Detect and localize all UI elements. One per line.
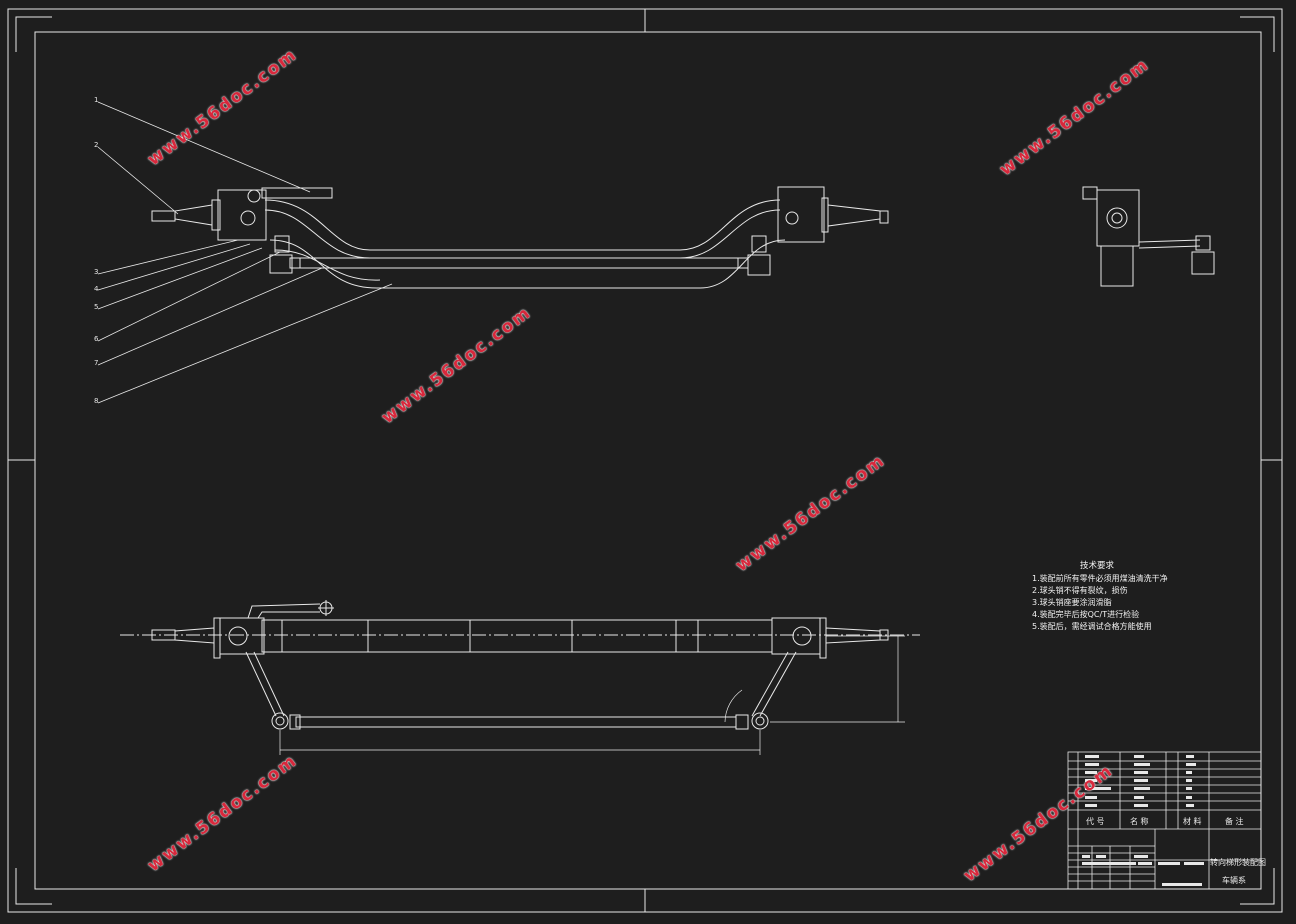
title-block-code: 代 号 — [1086, 817, 1105, 826]
front-view-axle — [151, 186, 889, 289]
tech-item-1: 1.装配前所有零件必须用煤油清洗干净 — [1032, 574, 1168, 583]
part-number-6: 6 — [94, 335, 99, 343]
plan-view-axle — [120, 600, 920, 755]
tech-item-4: 4.装配完毕后按QC/T进行检验 — [1032, 610, 1140, 619]
part-number-7: 7 — [94, 359, 99, 367]
drawing-name: 转向梯形装配图 — [1210, 858, 1266, 867]
leader-lines — [97, 101, 393, 404]
part-number-8: 8 — [94, 397, 99, 405]
tech-item-5: 5.装配后，需经调试合格方能使用 — [1032, 622, 1152, 631]
title-block-material: 材 料 — [1183, 817, 1202, 826]
technical-requirements: 技术要求 1.装配前所有零件必须用煤油清洗干净 2.球头销不得有裂纹，损伤 3.… — [1032, 560, 1168, 633]
part-number-3: 3 — [94, 268, 99, 276]
title-block-name: 名 称 — [1130, 817, 1149, 826]
side-view-knuckle — [1082, 186, 1215, 287]
part-number-2: 2 — [94, 141, 99, 149]
title-block — [1067, 751, 1262, 890]
tech-item-2: 2.球头销不得有裂纹，损伤 — [1032, 586, 1128, 595]
tech-item-3: 3.球头销座要涂润滑脂 — [1032, 598, 1112, 607]
part-number-5: 5 — [94, 303, 99, 311]
title-block-remark: 备 注 — [1225, 817, 1244, 826]
part-number-4: 4 — [94, 285, 99, 293]
school-name: 车辆系 — [1222, 876, 1246, 885]
inner-frame — [34, 31, 1262, 890]
part-number-1: 1 — [94, 96, 99, 104]
tech-title: 技术要求 — [1079, 561, 1114, 571]
